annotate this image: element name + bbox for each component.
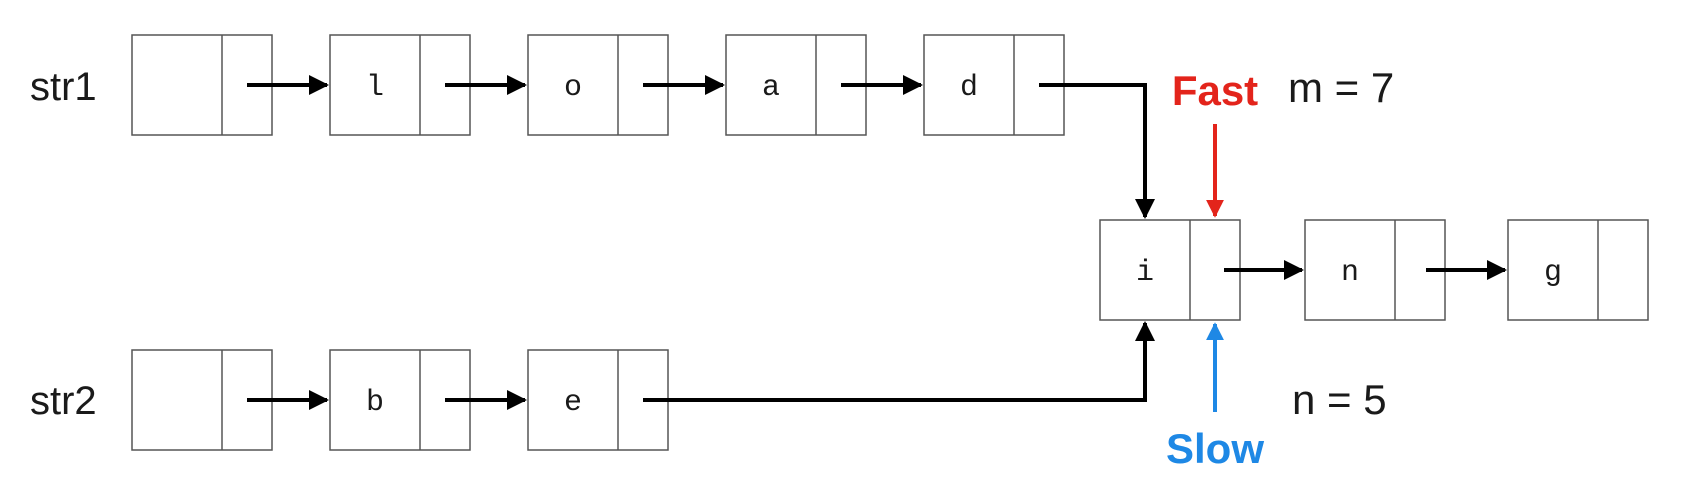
str1-arrows bbox=[247, 75, 1155, 219]
svg-text:e: e bbox=[564, 386, 582, 420]
length-m: m = 7 bbox=[1288, 64, 1394, 111]
str1-label: str1 bbox=[30, 65, 97, 109]
svg-text:i: i bbox=[1136, 256, 1154, 290]
arrow-str2-to-i bbox=[643, 321, 1155, 402]
svg-text:a: a bbox=[762, 71, 780, 105]
shared-node-i: i bbox=[1099, 219, 1241, 321]
svg-text:l: l bbox=[366, 71, 384, 105]
svg-text:o: o bbox=[564, 71, 582, 105]
length-n: n = 5 bbox=[1292, 376, 1387, 423]
svg-text:g: g bbox=[1544, 256, 1562, 290]
svg-text:d: d bbox=[960, 71, 978, 105]
svg-text:b: b bbox=[366, 386, 384, 420]
shared-node-g: g bbox=[1507, 219, 1649, 321]
svg-text:n: n bbox=[1341, 256, 1359, 290]
shared-node-n: n bbox=[1304, 219, 1446, 321]
str2-arrows bbox=[247, 321, 1155, 410]
arrow-str1-to-i bbox=[1039, 83, 1155, 219]
slow-pointer-label: Slow bbox=[1166, 425, 1264, 472]
fast-pointer-label: Fast bbox=[1172, 67, 1258, 114]
str2-label: str2 bbox=[30, 379, 97, 423]
